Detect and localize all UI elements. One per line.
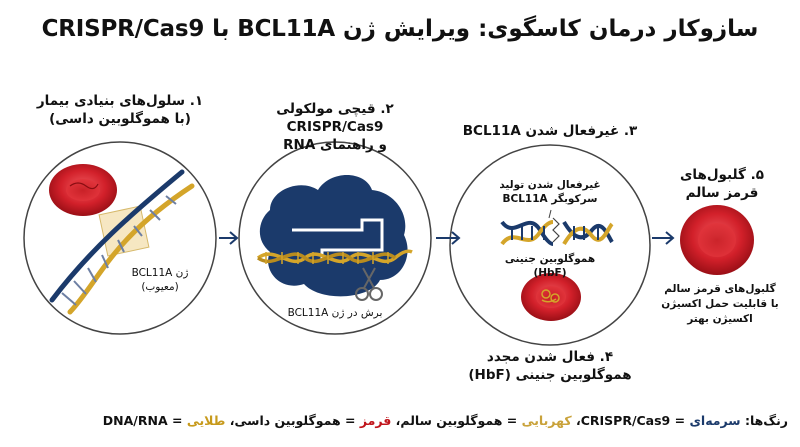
legend-prefix: رنگ‌ها: (740, 413, 788, 428)
color-legend: رنگ‌ها: سرمه‌ای = CRISPR/Cas9، کهربایی =… (8, 413, 788, 428)
legend-red-text: = هموگلوبین داسی، (225, 413, 360, 428)
broken-dna-helix (500, 209, 614, 246)
bcl11a-highlight-box (98, 205, 150, 257)
legend-navy-text: = CRISPR/Cas9، (571, 413, 690, 428)
step3-label: ۳. غیرفعال شدن BCL11A (462, 123, 638, 139)
legend-amber-text: = هموگلوبین سالم، (391, 413, 522, 428)
dna-strand-2 (256, 249, 413, 264)
legend-red: قرمز (359, 413, 392, 428)
legend-amber: کهربایی (521, 413, 572, 428)
hbf-rbc (521, 273, 581, 321)
arrow-1 (219, 231, 239, 245)
sickle-rbc (49, 164, 117, 216)
arrow-3 (652, 231, 675, 245)
step1-label: ۱. سلول‌های بنیادی بیمار(با هموگلوبین دا… (36, 93, 204, 127)
arrow-2 (436, 231, 461, 245)
legend-gold-text: = DNA/RNA (102, 413, 187, 428)
bcl11a-gene-label: ژن BCL11A(معیوب) (131, 267, 189, 293)
legend-gold: طلایی (186, 413, 226, 428)
cas9-complex (259, 175, 408, 297)
cut-label: برش در ژن BCL11A (287, 307, 383, 319)
hbf-label: هموگلوبین جنینی (HbF) (504, 253, 596, 279)
page-title: سازوکار درمان کاسگوی: ویرایش ژن BCL11A ب… (41, 16, 759, 42)
healthy-rbc (680, 205, 754, 275)
legend-navy: سرمه‌ای (689, 413, 741, 428)
scissors-icon (355, 267, 383, 301)
dna-helix-1 (49, 169, 195, 315)
